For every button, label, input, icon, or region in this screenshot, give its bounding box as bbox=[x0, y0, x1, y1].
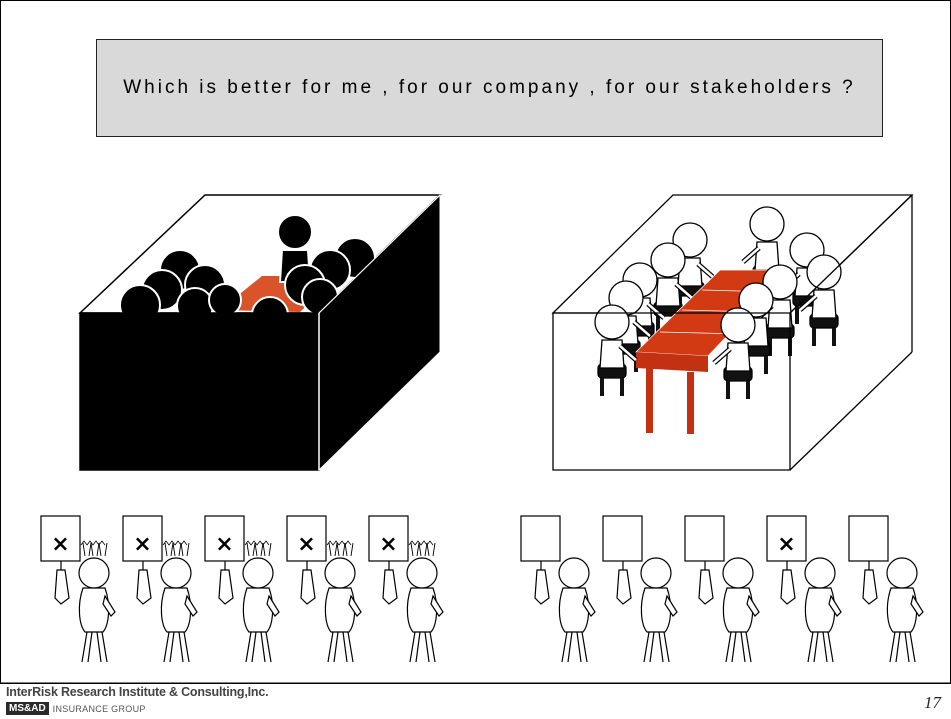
stakeholder-figure: × bbox=[123, 516, 197, 662]
angry-stakeholders-group: × × × × × bbox=[41, 516, 443, 662]
brand-group-label: INSURANCE GROUP bbox=[53, 704, 146, 714]
stakeholder-figure: × bbox=[41, 516, 115, 662]
stakeholder-figure bbox=[685, 516, 759, 662]
closed-room-front bbox=[80, 313, 319, 470]
x-mark-icon: × bbox=[777, 532, 795, 557]
stakeholder-figure: × bbox=[287, 516, 361, 662]
x-mark-icon: × bbox=[51, 532, 69, 557]
x-mark-icon: × bbox=[215, 532, 233, 557]
satisfied-stakeholders-group: × bbox=[521, 516, 923, 662]
x-mark-icon: × bbox=[133, 532, 151, 557]
protest-sign bbox=[849, 516, 888, 561]
stakeholder-figure bbox=[849, 516, 923, 662]
x-mark-icon: × bbox=[297, 532, 315, 557]
brand-logo: MS&AD bbox=[6, 702, 49, 715]
company-name: InterRisk Research Institute & Consultin… bbox=[6, 685, 268, 699]
brand-mark: MS&AD INSURANCE GROUP bbox=[6, 702, 146, 715]
x-mark-icon: × bbox=[379, 532, 397, 557]
open-meeting-room bbox=[553, 195, 912, 470]
closed-meeting-room bbox=[80, 195, 440, 470]
stakeholder-figure: × bbox=[369, 516, 443, 662]
protest-sign bbox=[521, 516, 560, 561]
stakeholder-figure bbox=[521, 516, 595, 662]
stakeholder-figure: × bbox=[767, 516, 841, 662]
protest-sign bbox=[685, 516, 724, 561]
stakeholder-figure bbox=[603, 516, 677, 662]
stakeholder-figure: × bbox=[205, 516, 279, 662]
page-number: 17 bbox=[924, 693, 941, 713]
protest-sign bbox=[603, 516, 642, 561]
